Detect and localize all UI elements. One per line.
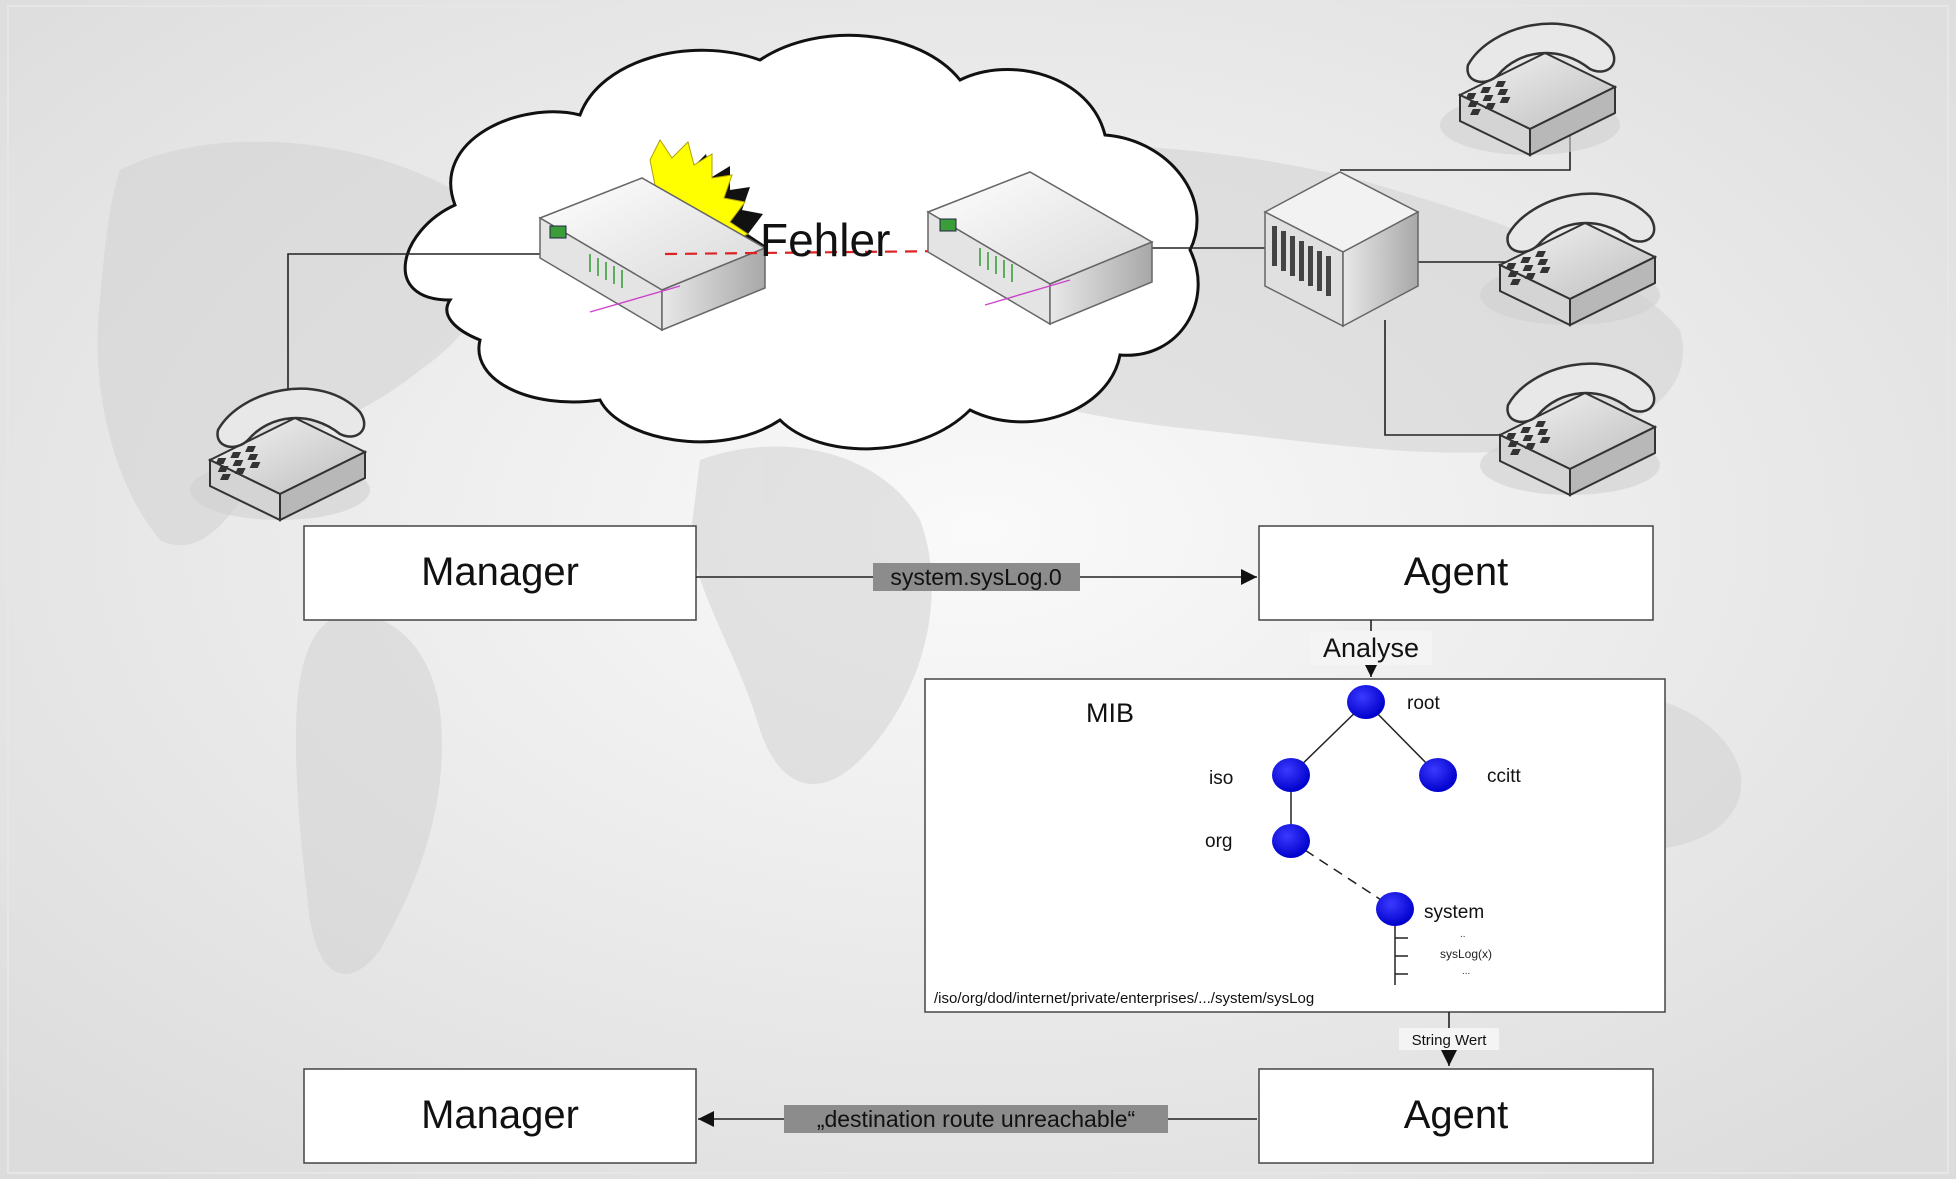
- mib-node-org: [1272, 824, 1310, 858]
- mib-path: /iso/org/dod/internet/private/enterprise…: [934, 990, 1314, 1007]
- mib-node-root: [1347, 685, 1385, 719]
- left-phone-link: [287, 253, 560, 420]
- top-flow: Manager Agent system.sysLog.0 Analyse: [303, 525, 1654, 677]
- fault-label: Fehler: [760, 214, 890, 266]
- phone-left-icon: [190, 387, 370, 522]
- agent-label-top: Agent: [1404, 550, 1509, 594]
- manager-box-bottom: [303, 1068, 697, 1164]
- response-label-bg: [784, 1105, 1168, 1133]
- fault-dashed-link: [664, 248, 1046, 256]
- manager-label-top: Manager: [421, 550, 579, 594]
- mib-panel: MIB root iso ccitt org system .. sysLog(…: [924, 678, 1666, 1013]
- manager-box-top: [303, 525, 697, 621]
- switch-icon: [1263, 171, 1420, 328]
- request-label-bg: [873, 563, 1080, 591]
- router-1-icon: [538, 177, 767, 332]
- switch-to-phone3-link: [1384, 320, 1505, 436]
- phone-bottom-right-icon: [1480, 362, 1660, 497]
- mib-label-root: root: [1407, 693, 1440, 714]
- mib-label-system: system: [1424, 902, 1484, 923]
- mib-node-system: [1376, 892, 1414, 926]
- manager-label-bottom: Manager: [421, 1093, 579, 1137]
- analyse-label-bg: [1310, 631, 1432, 665]
- return-label-bg: [1399, 1028, 1499, 1050]
- agent-label-bottom: Agent: [1404, 1093, 1509, 1137]
- analyse-label: Analyse: [1323, 633, 1419, 663]
- agent-box-top: [1258, 525, 1654, 621]
- mib-node-iso: [1272, 758, 1310, 792]
- mib-leaf-syslog: sysLog(x): [1440, 947, 1492, 961]
- phone-top-right-icon: [1440, 22, 1620, 157]
- bottom-flow: Manager Agent „destination route unreach…: [303, 1068, 1654, 1164]
- network-cloud: [403, 33, 1200, 451]
- router-2-icon: [926, 171, 1154, 326]
- frame-border: [7, 5, 1949, 1174]
- response-label: „destination route unreachable“: [817, 1106, 1135, 1132]
- mib-leaf-dots-top: ..: [1460, 929, 1466, 940]
- mib-node-ccitt: [1419, 758, 1457, 792]
- return-flow: String Wert: [1399, 1012, 1499, 1066]
- mib-label-org: org: [1205, 831, 1232, 852]
- mib-leaf-dots-bottom: ...: [1462, 966, 1470, 977]
- phone-middle-right-icon: [1480, 192, 1660, 327]
- agent-box-bottom: [1258, 1068, 1654, 1164]
- mib-title: MIB: [1086, 698, 1134, 728]
- request-oid-label: system.sysLog.0: [890, 564, 1061, 590]
- return-label: String Wert: [1412, 1032, 1488, 1049]
- mib-label-iso: iso: [1209, 768, 1233, 789]
- mib-label-ccitt: ccitt: [1487, 766, 1522, 787]
